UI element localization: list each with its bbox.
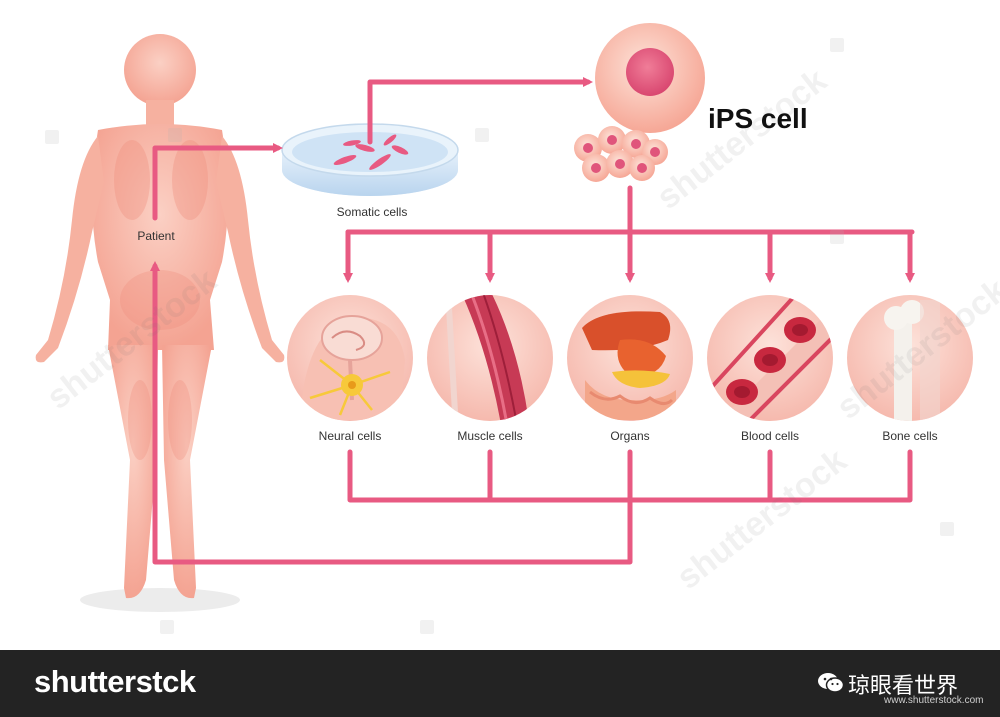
blood-cells-label: Blood cells — [740, 429, 800, 443]
muscle-cells-circle — [427, 295, 553, 421]
return-neural — [347, 449, 493, 503]
footer-bar: shutterstck 琼眼看世界 www.shutterstock.com — [0, 650, 1000, 717]
ips-cell-cluster — [574, 126, 668, 182]
ips-diagram-svg — [35, 23, 973, 634]
organs-label: Organs — [610, 429, 650, 443]
footer-url: www.shutterstock.com — [884, 695, 984, 706]
patient-figure — [35, 34, 285, 612]
somatic-cells-in-dish — [333, 134, 409, 170]
patient-label: Patient — [137, 229, 175, 243]
arrow-dish-to-ips — [367, 77, 593, 145]
blood-cells-circle — [707, 295, 833, 421]
flow-arrows — [150, 77, 915, 565]
wechat-account-name: 琼眼看世界 — [848, 673, 959, 698]
shutterstock-logo: shutterstck — [34, 664, 196, 699]
bone-cells-circle — [847, 295, 973, 421]
return-muscle — [487, 449, 913, 503]
organs-circle — [567, 295, 693, 421]
return-organs — [150, 261, 633, 565]
neural-cells-circle — [287, 295, 413, 421]
muscle-cells-label: Muscle cells — [457, 429, 523, 443]
ips-cell — [595, 23, 705, 133]
petri-dish — [281, 123, 459, 196]
neural-cells-label: Neural cells — [318, 429, 382, 443]
watermark-marks — [45, 38, 954, 634]
ips-cell-label: iPS cell — [708, 103, 808, 134]
bone-cells-label: Bone cells — [882, 429, 938, 443]
arrow-patient-to-dish — [152, 143, 283, 221]
wechat-icon — [818, 673, 844, 693]
somatic-cells-label: Somatic cells — [336, 205, 408, 219]
